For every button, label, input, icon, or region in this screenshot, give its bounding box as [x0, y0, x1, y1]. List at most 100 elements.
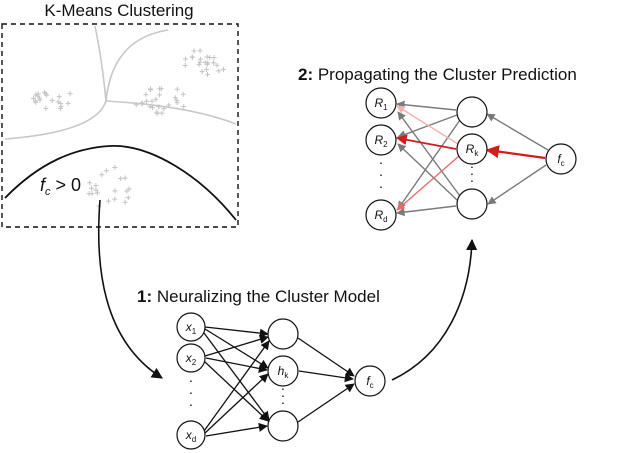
edge-strong [395, 134, 457, 150]
data-point [139, 101, 145, 107]
edge [298, 370, 354, 383]
data-point [112, 165, 118, 171]
data-point [150, 104, 156, 110]
data-point [93, 182, 99, 188]
data-point [202, 59, 208, 65]
data-point [156, 104, 162, 110]
data-point [180, 91, 186, 97]
label-r1: R1 [374, 96, 388, 112]
data-point [174, 97, 180, 103]
edge [204, 328, 269, 369]
edge-strong [485, 145, 546, 160]
neuralize-heading: 1: Neuralizing the Cluster Model [137, 287, 380, 306]
edge [203, 340, 270, 432]
propagate-edges [395, 100, 549, 217]
node-xd [176, 420, 206, 450]
data-point [33, 99, 39, 105]
data-point [149, 98, 155, 104]
node-hk [267, 355, 299, 387]
node-prop-hidden-top [456, 96, 488, 128]
edge [397, 114, 458, 139]
data-point [203, 67, 209, 73]
label-x2: x2 [185, 351, 197, 367]
node-fc-2 [545, 143, 577, 175]
label-r2: R2 [374, 133, 388, 149]
node-prop-hidden-bottom [456, 188, 488, 220]
data-point [211, 55, 217, 61]
data-point [112, 188, 118, 194]
neuralize-network [203, 326, 355, 437]
node-hidden-bottom [267, 410, 299, 442]
data-point [216, 68, 222, 74]
data-point [181, 103, 187, 109]
data-point [65, 100, 71, 106]
data-point [157, 92, 163, 98]
edge [204, 373, 269, 434]
data-point [214, 62, 220, 68]
arrow-to-neuralize [97, 199, 163, 379]
neuralize-labels: x1 x2 xd hk fc · · · · · · [185, 320, 374, 444]
data-point [204, 54, 210, 60]
data-point [58, 104, 64, 110]
data-point [37, 97, 43, 103]
node-x1 [176, 312, 206, 342]
data-point [197, 48, 203, 54]
data-point [43, 105, 49, 111]
label-xd: xd [185, 428, 196, 444]
data-point [196, 62, 202, 68]
data-point [166, 102, 172, 108]
ellipsis-dot: · [379, 166, 384, 182]
boundary-left [4, 25, 107, 140]
data-point [133, 102, 139, 108]
edge [204, 361, 269, 422]
data-point [103, 168, 109, 174]
data-point [55, 99, 61, 105]
edge [397, 111, 461, 197]
data-point [143, 92, 149, 98]
label-hk: hk [278, 364, 290, 380]
ellipsis-dot: · [470, 165, 475, 181]
data-point [93, 187, 99, 193]
data-point [211, 60, 217, 66]
data-point [199, 69, 205, 75]
propagate-heading: 2: Propagating the Cluster Prediction [298, 65, 577, 84]
edge [397, 119, 461, 210]
data-point [153, 96, 159, 102]
data-point [86, 191, 92, 197]
data-points [31, 48, 227, 209]
data-point [157, 86, 163, 92]
edge [205, 422, 268, 437]
data-point [35, 93, 41, 99]
edge-mid [396, 155, 460, 211]
node-x2 [176, 343, 206, 373]
data-point [159, 110, 165, 116]
data-point [191, 48, 197, 54]
label-rd: Rd [374, 208, 387, 224]
data-point [42, 89, 48, 95]
ellipsis-dot: · [470, 158, 475, 174]
boundary-top [105, 29, 169, 102]
label-fc-2: fc [557, 152, 564, 168]
label-fc-1: fc [366, 374, 373, 390]
node-hidden-top [267, 318, 299, 350]
label-x1: x1 [185, 320, 197, 336]
data-point [118, 176, 124, 182]
edge [205, 357, 268, 373]
propagate-nodes [365, 87, 577, 231]
data-point [122, 199, 128, 205]
edge [397, 143, 458, 201]
ellipsis-dot: · [189, 372, 194, 388]
edge-light [396, 105, 459, 145]
data-point [124, 188, 130, 194]
boundary-right [105, 100, 237, 125]
ellipsis-dot: · [281, 380, 286, 396]
data-point [154, 111, 160, 117]
node-rk [456, 133, 488, 165]
ellipsis-dot: · [189, 396, 194, 412]
kmeans-frame [1, 23, 239, 228]
data-point [56, 94, 62, 100]
data-point [106, 198, 112, 204]
data-point [205, 72, 211, 78]
